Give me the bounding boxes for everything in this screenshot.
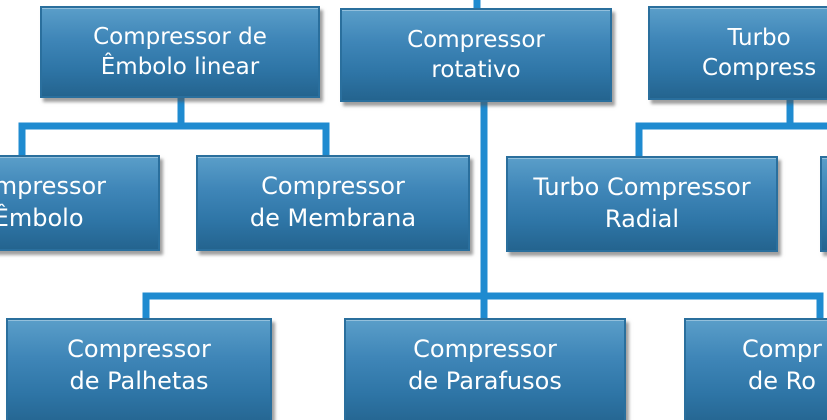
node-label-line: Compress <box>702 55 817 81</box>
node-label-line: Compr <box>742 335 822 364</box>
node-compressor-membrana: Compressor de Membrana <box>196 155 470 251</box>
node-compressor-palhetas: Compressor de Palhetas <box>6 318 272 420</box>
node-label-line: de Parafusos <box>408 367 562 395</box>
node-label-line: de Membrana <box>249 204 417 232</box>
node-label-line: mpressor <box>0 172 106 201</box>
node-compressor-parafusos: Compressor de Parafusos <box>344 318 626 420</box>
node-label-line: Compressor <box>261 172 405 201</box>
node-compressor-roots: Compr de Ro <box>684 318 827 420</box>
node-label-line: Compressor <box>413 335 557 364</box>
node-label-line: Radial <box>604 205 680 233</box>
node-turbo-compressor: Turbo Compress <box>648 6 827 100</box>
node-label-line: Êmbolo linear <box>100 54 260 80</box>
node-label-line: Turbo <box>727 24 791 51</box>
node-label-line: Êmbolo <box>0 204 84 232</box>
node-label-line: rotativo <box>431 57 521 83</box>
node-compressor-embolo-linear: Compressor de Êmbolo linear <box>40 6 320 98</box>
node-offscreen-right <box>820 156 827 252</box>
node-label-line: Turbo Compressor <box>533 173 751 202</box>
node-label-line: Compressor <box>407 26 545 53</box>
node-label-line: de Palhetas <box>69 367 209 395</box>
node-label-line: Compressor <box>67 335 211 364</box>
node-compressor-rotativo: Compressor rotativo <box>340 8 612 102</box>
node-label-line: de Ro <box>748 367 816 395</box>
node-turbo-compressor-radial: Turbo Compressor Radial <box>506 156 778 252</box>
node-compressor-embolo: mpressor Êmbolo <box>0 155 160 251</box>
node-label-line: Compressor de <box>93 23 267 50</box>
